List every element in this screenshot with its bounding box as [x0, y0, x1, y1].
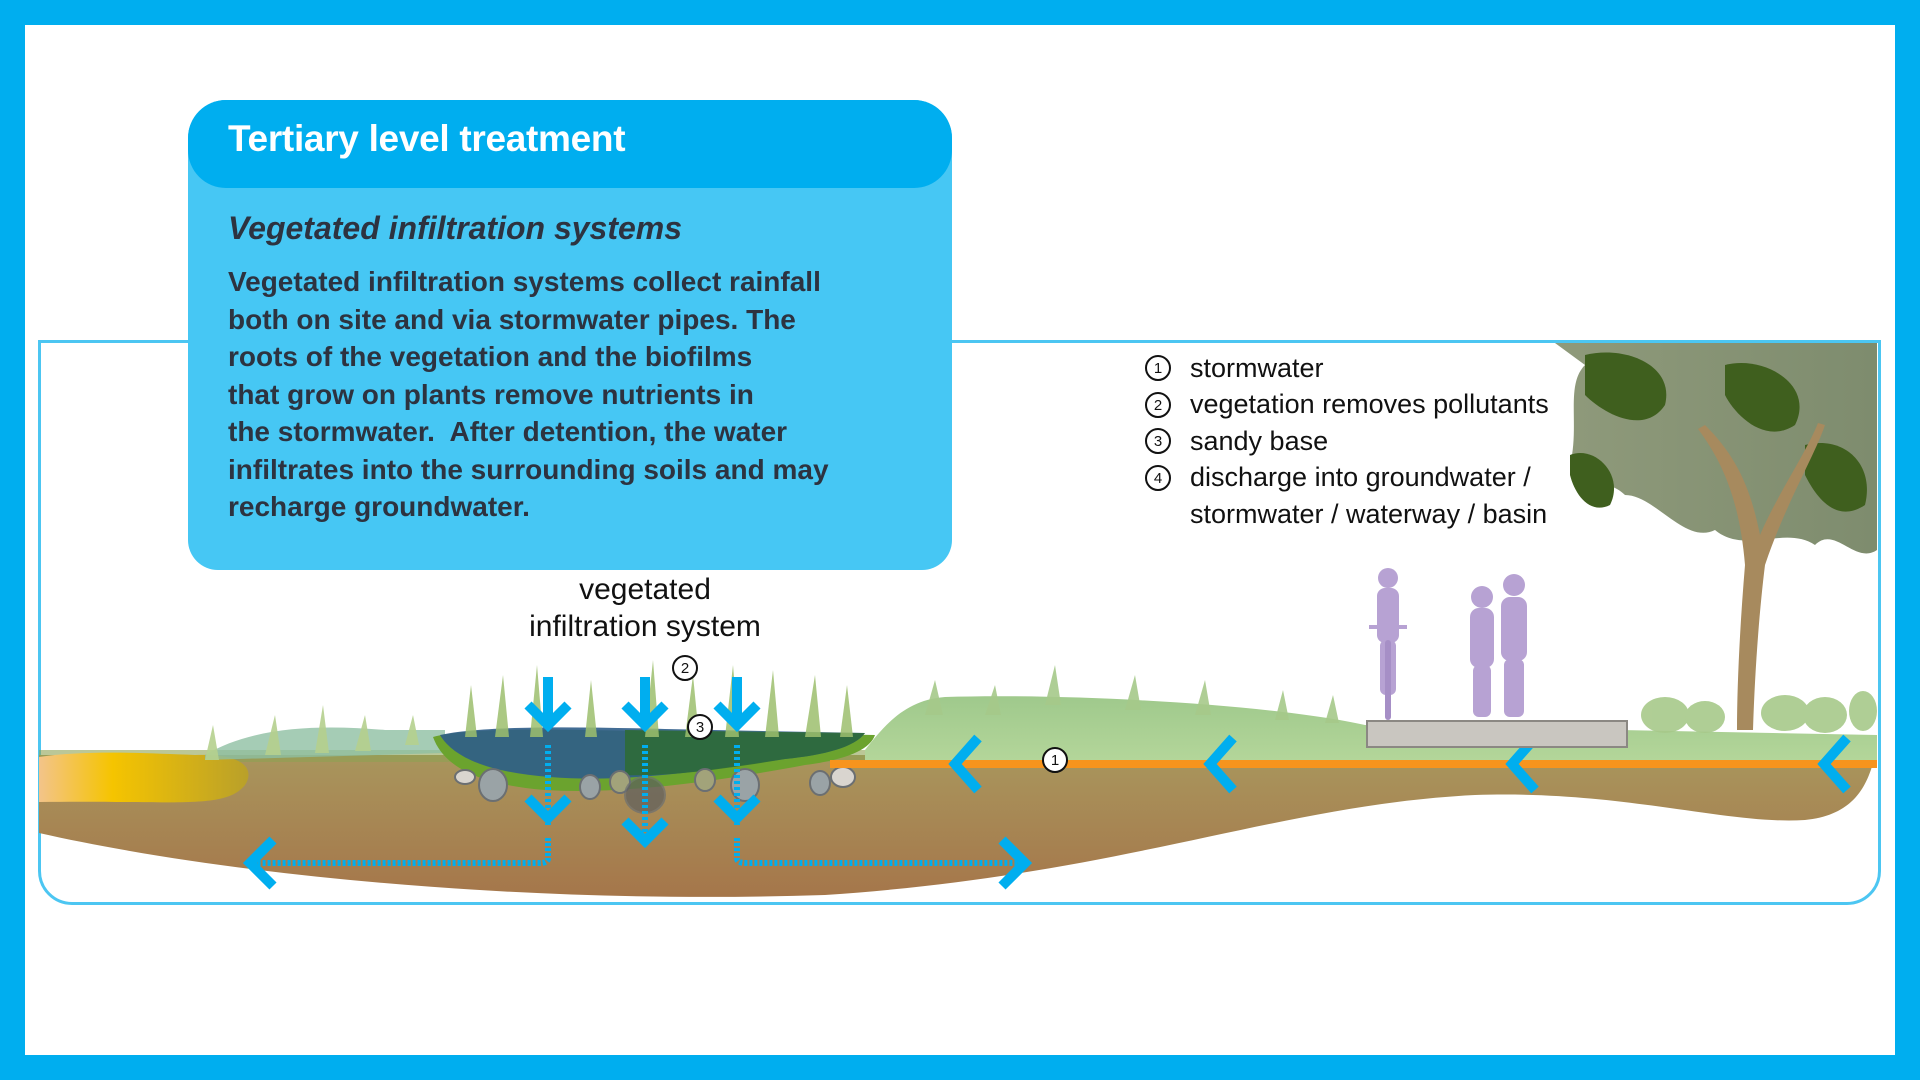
- legend-number-badge: 2: [1145, 391, 1171, 418]
- legend-text: stormwater / waterway / basin: [1190, 498, 1548, 529]
- shrubs: [1641, 691, 1877, 733]
- legend-item: 3 sandy base: [1145, 423, 1549, 460]
- legend-text: discharge into groundwater /: [1190, 462, 1531, 493]
- flow-arrow: [948, 734, 982, 794]
- flow-arrow: [1817, 734, 1851, 794]
- system-label-line: vegetated: [579, 573, 711, 606]
- marker-vegetation: 2: [672, 655, 698, 681]
- reeds: [465, 660, 853, 737]
- rainfall-arrows: [524, 677, 761, 733]
- infiltration-arrows: [524, 745, 761, 849]
- legend-spacer: [1145, 501, 1171, 527]
- people-silhouettes: [1369, 568, 1527, 720]
- rocks: [454, 766, 856, 814]
- rain-arrow-head: [621, 701, 669, 733]
- system-label: vegetated infiltration system: [485, 571, 805, 645]
- description-line: Vegetated infiltration systems collect r…: [228, 266, 821, 297]
- walking-couple-silhouette: [1470, 574, 1527, 717]
- card-header: Tertiary level treatment: [188, 100, 952, 188]
- marker-sandy-base: 3: [687, 714, 713, 740]
- legend-item: 1 stormwater: [1145, 350, 1549, 387]
- landscape-frame: [38, 340, 1881, 905]
- legend: 1 stormwater 2 vegetation removes pollut…: [1145, 350, 1549, 533]
- tree: [1555, 343, 1877, 730]
- description-line: both on site and via stormwater pipes. T…: [228, 303, 796, 335]
- legend-item: 2 vegetation removes pollutants: [1145, 387, 1549, 424]
- legend-number-badge: 1: [1145, 355, 1171, 382]
- legend-number-badge: 3: [1145, 428, 1171, 455]
- description-line: recharge groundwater.: [228, 491, 530, 522]
- legend-item: 4 discharge into groundwater /: [1145, 460, 1549, 497]
- grass-tufts-left: [205, 705, 419, 760]
- stormwater-pipe: [830, 760, 1877, 768]
- marker-stormwater: 1: [1042, 747, 1068, 773]
- legend-text: vegetation removes pollutants: [1190, 389, 1549, 420]
- description-line: that grow on plants remove nutrients in: [228, 378, 754, 410]
- landscape-illustration: [39, 343, 1877, 897]
- card-title: Tertiary level treatment: [228, 118, 626, 159]
- legend-item-continuation: stormwater / waterway / basin: [1145, 496, 1549, 533]
- legend-text: stormwater: [1190, 352, 1324, 383]
- diagram-canvas: Tertiary level treatment Vegetated infil…: [25, 25, 1895, 1055]
- description-line: the stormwater. After detention, the wat…: [228, 416, 788, 447]
- system-label-line: infiltration system: [529, 610, 761, 643]
- description-line: infiltrates into the surrounding soils a…: [228, 453, 829, 485]
- card-description: Vegetated infiltration systems collect r…: [228, 263, 928, 526]
- shared-path: [1366, 720, 1628, 748]
- info-card: Tertiary level treatment Vegetated infil…: [188, 100, 952, 570]
- legend-text: sandy base: [1190, 425, 1329, 456]
- rain-arrow-head: [713, 701, 761, 733]
- tree-trunk: [1698, 423, 1825, 730]
- description-line: roots of the vegetation and the biofilms: [228, 341, 753, 372]
- cyclist-silhouette: [1369, 568, 1407, 720]
- grass-tufts-right: [925, 665, 1339, 723]
- sand-layer: [39, 752, 249, 803]
- basin-vegetation: [625, 730, 865, 776]
- legend-number-badge: 4: [1145, 464, 1171, 491]
- flow-arrow: [1203, 734, 1237, 794]
- rain-arrow-head: [524, 701, 572, 733]
- card-subtitle: Vegetated infiltration systems: [228, 210, 683, 246]
- groundwater-discharge-arrows: [242, 836, 1033, 890]
